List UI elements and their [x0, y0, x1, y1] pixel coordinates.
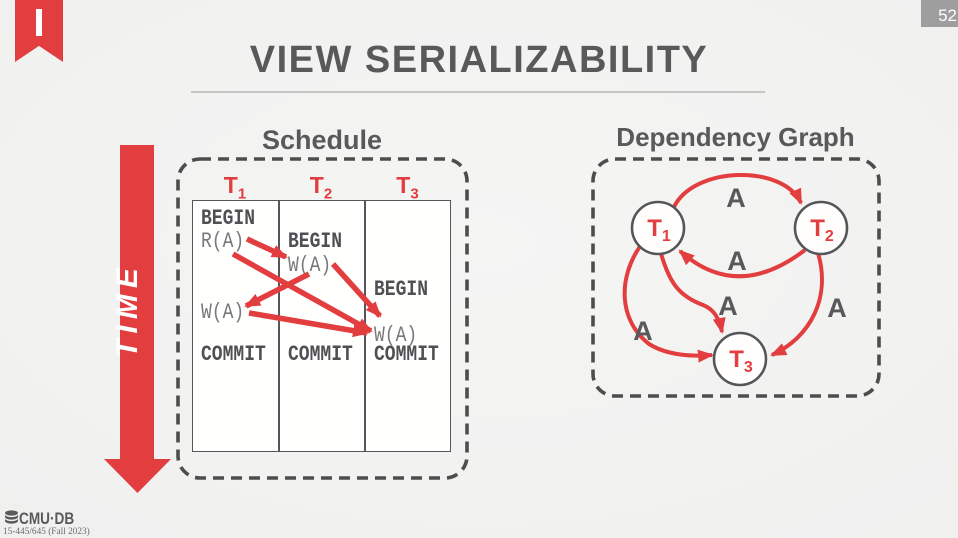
svg-text:A: A	[718, 291, 738, 321]
svg-text:A: A	[727, 246, 747, 276]
svg-text:TIME: TIME	[111, 262, 144, 358]
svg-text:A: A	[726, 183, 746, 213]
svg-text:A: A	[827, 293, 847, 323]
svg-text:A: A	[633, 316, 653, 346]
